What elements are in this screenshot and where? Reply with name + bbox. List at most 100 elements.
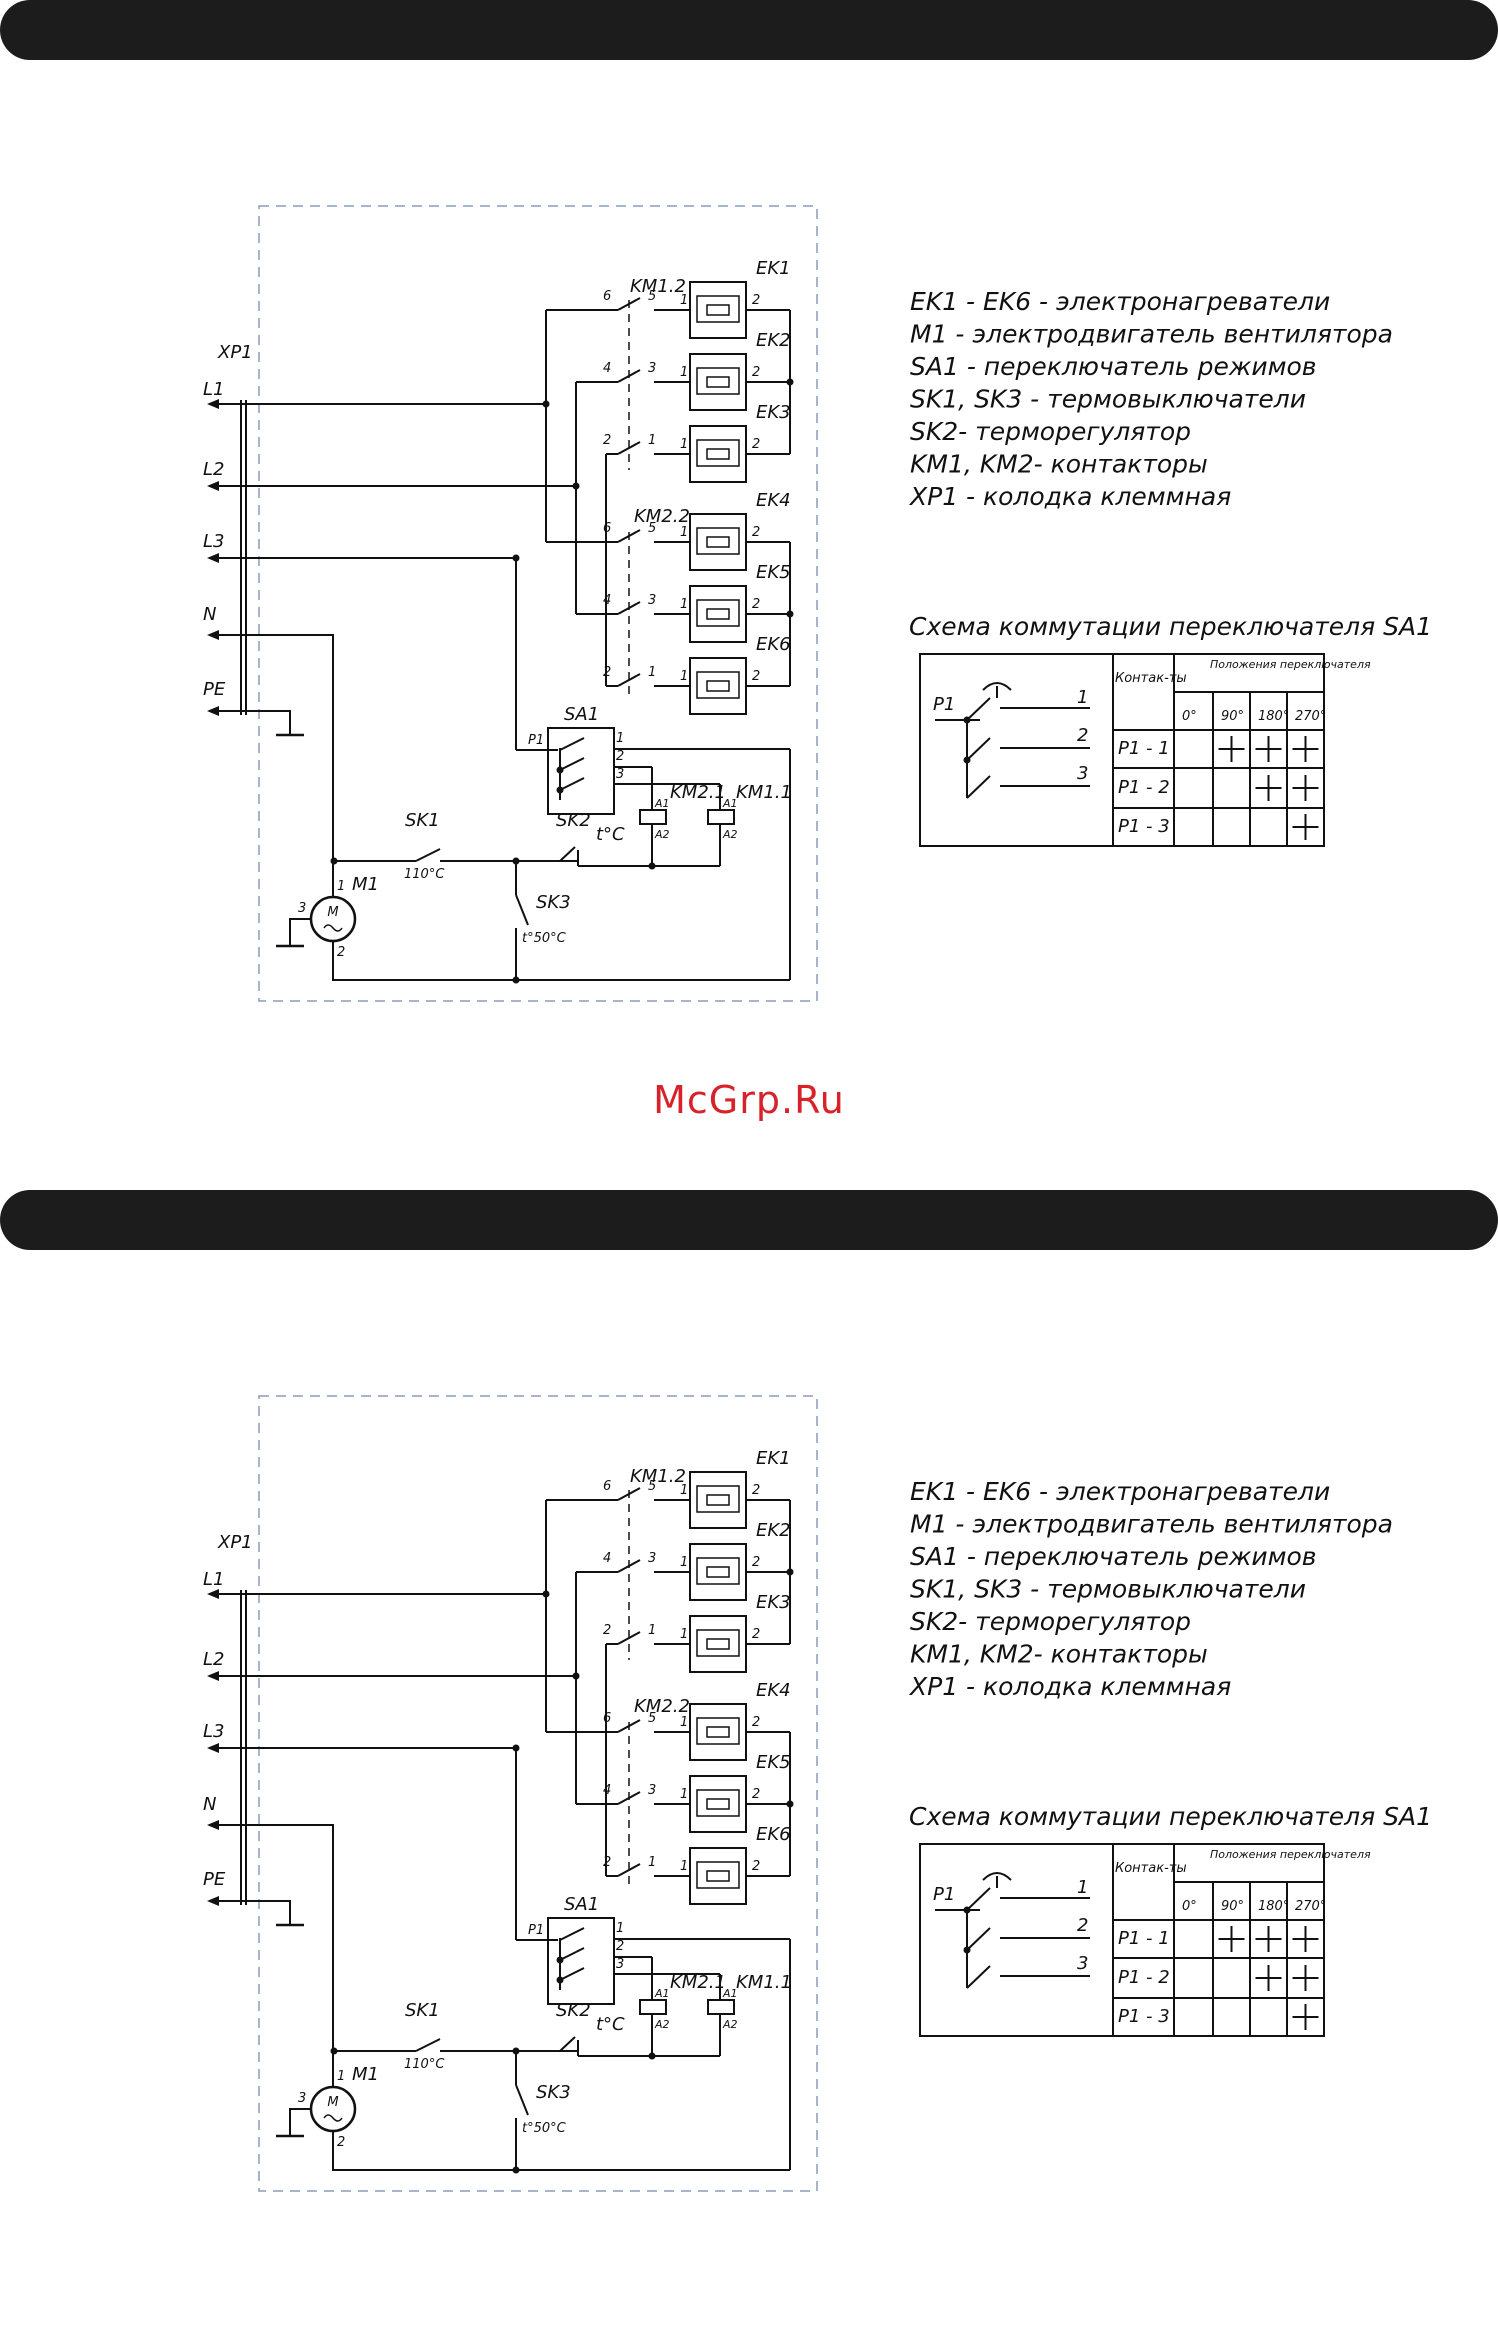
- contact-pin: 1: [648, 1623, 656, 1638]
- terminal-line-label: L2: [203, 1649, 224, 1670]
- sa1-frame: [547, 727, 615, 815]
- coil-pin: A1: [722, 1987, 738, 2000]
- heater-frame: [689, 1775, 747, 1833]
- heater-label: EK6: [756, 634, 791, 655]
- heater-element: [696, 599, 740, 627]
- heater-frame: [689, 1471, 747, 1529]
- sa1-common-label: P1: [528, 733, 544, 748]
- sk1-temp: 110°C: [404, 867, 445, 882]
- km21-label: KM2.1: [670, 1972, 726, 1993]
- table-switch-arrow: [982, 1872, 1012, 1881]
- table-row-label: P1 - 3: [1118, 2006, 1170, 2027]
- table-header-contacts: Контак-ты: [1115, 671, 1187, 686]
- sa1-output-label: 3: [616, 767, 624, 782]
- contact-pin: 4: [603, 1783, 611, 1798]
- heater-core: [706, 1566, 730, 1578]
- motor-ground: [289, 918, 311, 946]
- header-band-middle: [0, 1190, 1498, 1250]
- heater-label: EK5: [756, 1752, 791, 1773]
- heater-frame: [689, 1703, 747, 1761]
- motor-label: M1: [352, 874, 379, 895]
- km12-label: KM1.2: [630, 1466, 686, 1487]
- terminal-label: XP1: [217, 1532, 253, 1553]
- enclosure-border: [258, 1395, 818, 2192]
- coil-pin: A1: [654, 1987, 670, 2000]
- sk2-unit: t°C: [596, 824, 625, 845]
- table-row-label: P1 - 2: [1118, 1967, 1170, 1988]
- heater-pin: 1: [680, 669, 688, 684]
- heater-core: [706, 1726, 730, 1738]
- table-switch-arrow: [982, 682, 1012, 691]
- table-switch-output: 1: [1077, 687, 1088, 708]
- motor-pin: 3: [298, 901, 306, 916]
- heater-core: [706, 376, 730, 388]
- heater-pin: 2: [752, 1627, 760, 1642]
- terminal-line-label: PE: [203, 1869, 226, 1890]
- motor-label: M1: [352, 2064, 379, 2085]
- table-header-positions: Положения переключателя: [1210, 658, 1371, 671]
- contact-pin: 3: [648, 361, 656, 376]
- table-position: 0°: [1182, 1899, 1197, 1914]
- heater-element: [696, 527, 740, 555]
- table-switch-common: P1: [933, 1884, 955, 1905]
- coil-pin: A2: [722, 2018, 738, 2031]
- sk1-label: SK1: [405, 810, 440, 831]
- heater-pin: 2: [752, 1555, 760, 1570]
- km21-coil: [639, 809, 667, 825]
- heater-pin: 1: [680, 1627, 688, 1642]
- contact-pin: 2: [603, 433, 611, 448]
- heater-core: [706, 536, 730, 548]
- heater-pin: 2: [752, 437, 760, 452]
- legend-line: XP1 - колодка клеммная: [908, 482, 1231, 511]
- legend-line: KM1, KM2- контакторы: [910, 1640, 1208, 1669]
- sk2-unit: t°C: [596, 2014, 625, 2035]
- sk3-label: SK3: [536, 2082, 571, 2103]
- table-switch-blade: [966, 737, 991, 761]
- heater-pin: 2: [752, 1859, 760, 1874]
- heater-frame: [689, 1615, 747, 1673]
- heater-element: [696, 1485, 740, 1513]
- heater-element: [696, 1861, 740, 1889]
- legend-line: SK1, SK3 - термовыключатели: [910, 385, 1306, 414]
- legend-line: EK1 - EK6 - электронагреватели: [910, 287, 1330, 316]
- table-switch-output: 3: [1077, 763, 1088, 784]
- heater-element: [696, 367, 740, 395]
- motor-return: [332, 2131, 790, 2171]
- coil-pin: A1: [654, 797, 670, 810]
- heater-label: EK5: [756, 562, 791, 583]
- contact-pin: 1: [648, 1855, 656, 1870]
- sk2-blade: [559, 2036, 576, 2052]
- heater-core: [706, 1870, 730, 1882]
- heater-pin: 2: [752, 597, 760, 612]
- arrow-head: [207, 1589, 219, 1599]
- sk1-temp: 110°C: [404, 2057, 445, 2072]
- table-position: 270°: [1295, 709, 1326, 724]
- heater-pin: 2: [752, 669, 760, 684]
- contact-pin: 2: [603, 665, 611, 680]
- heater-element: [696, 1557, 740, 1585]
- motor-pin: 2: [337, 945, 345, 960]
- km11-coil: [707, 1999, 735, 2015]
- terminal-line-label: N: [203, 604, 216, 625]
- motor-symbol: M: [327, 2095, 338, 2110]
- sk1-blade: [415, 2038, 441, 2052]
- sa1-blade: [559, 1927, 585, 1941]
- sa1-blade: [559, 777, 585, 791]
- sk2-blade: [559, 846, 576, 862]
- terminal-label: XP1: [217, 342, 253, 363]
- switch-table-title: Схема коммутации переключателя SA1: [909, 1802, 1432, 1831]
- heater-label: EK2: [756, 1520, 791, 1541]
- heater-pin: 1: [680, 365, 688, 380]
- legend-line: SK2- терморегулятор: [910, 417, 1191, 446]
- km22-label: KM2.2: [634, 506, 690, 527]
- sa1-label: SA1: [564, 704, 599, 725]
- sk3-blade: [515, 894, 529, 926]
- junction-dot: [786, 1568, 794, 1576]
- table-row-label: P1 - 2: [1118, 777, 1170, 798]
- motor-return: [332, 941, 790, 981]
- motor-pin: 3: [298, 2091, 306, 2106]
- heater-element: [696, 1789, 740, 1817]
- heater-pin: 2: [752, 1787, 760, 1802]
- sk1-label: SK1: [405, 2000, 440, 2021]
